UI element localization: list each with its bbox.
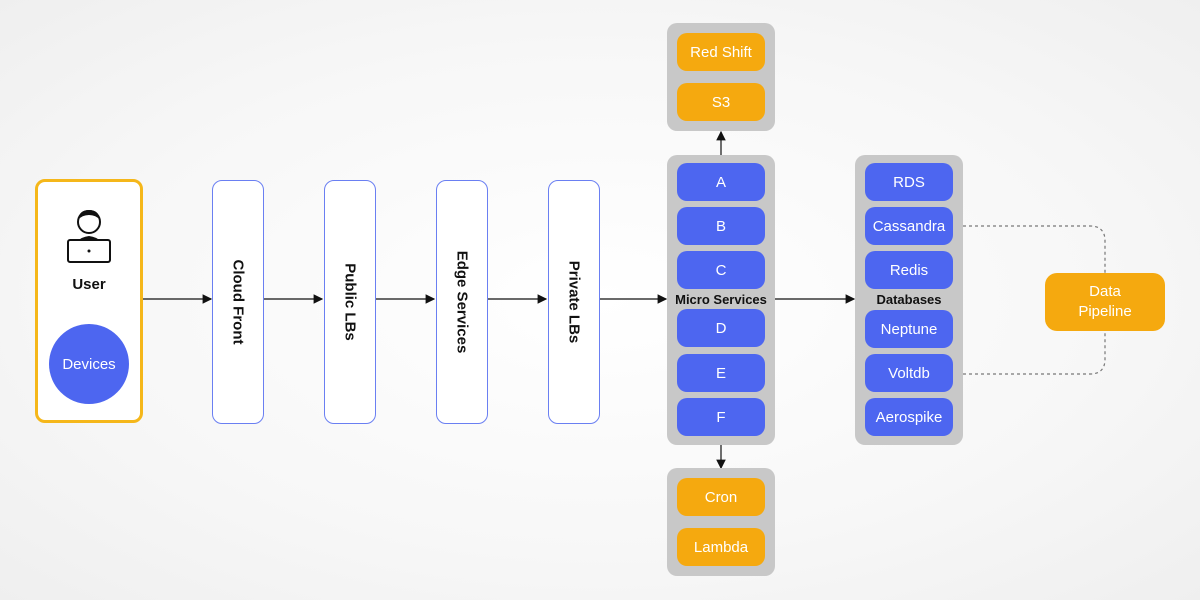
database-cassandra: Cassandra	[865, 207, 953, 245]
job-item-cron: Cron	[677, 478, 765, 516]
user-laptop-icon	[67, 210, 111, 263]
microservice-f: F	[677, 398, 765, 436]
database-rds: RDS	[865, 163, 953, 201]
layer-edge-services: Edge Services	[436, 180, 488, 424]
devices-node: Devices	[49, 324, 129, 404]
layer-label: Cloud Front	[229, 259, 247, 345]
storage-item-s3: S3	[677, 83, 765, 121]
user-label: User	[72, 276, 106, 293]
databases-group	[855, 155, 963, 445]
storage-item-redshift: Red Shift	[677, 33, 765, 71]
microservice-a: A	[677, 163, 765, 201]
microservice-d: D	[677, 309, 765, 347]
microservice-c: C	[677, 251, 765, 289]
microservices-group	[667, 155, 775, 445]
database-voltdb: Voltdb	[865, 354, 953, 392]
database-neptune: Neptune	[865, 310, 953, 348]
database-aerospike: Aerospike	[865, 398, 953, 436]
layer-label: Edge Services	[453, 250, 471, 354]
data-pipeline-node: Data Pipeline	[1045, 273, 1165, 331]
microservice-b: B	[677, 207, 765, 245]
database-redis: Redis	[865, 251, 953, 289]
dashed-cassandra-to-pipeline	[963, 225, 1106, 273]
microservice-e: E	[677, 354, 765, 392]
layer-label: Public LBs	[341, 263, 359, 341]
job-item-lambda: Lambda	[677, 528, 765, 566]
dashed-voltdb-to-pipeline	[963, 331, 1106, 375]
microservices-caption: Micro Services	[675, 292, 767, 307]
layer-private-lbs: Private LBs	[548, 180, 600, 424]
layer-label: Private LBs	[565, 260, 583, 344]
databases-caption: Databases	[876, 292, 942, 307]
layer-public-lbs: Public LBs	[324, 180, 376, 424]
layer-cloud-front: Cloud Front	[212, 180, 264, 424]
